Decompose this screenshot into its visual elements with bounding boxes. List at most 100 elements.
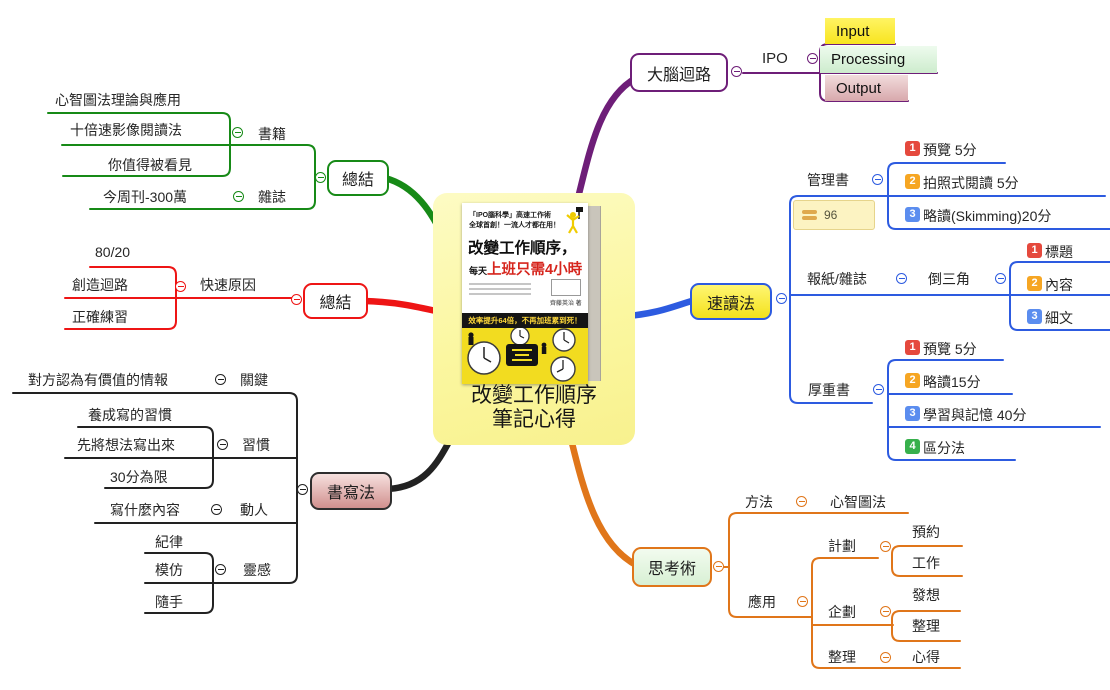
leaf-output[interactable]: Output: [825, 75, 908, 101]
magazine-item[interactable]: 今周刊-300萬: [103, 189, 188, 205]
method-label[interactable]: 方法: [745, 494, 773, 510]
plan-child-appointment[interactable]: 預約: [912, 524, 940, 540]
newspaper-magazine-label[interactable]: 報紙/雜誌: [807, 271, 867, 287]
collapse-toggle[interactable]: [175, 281, 186, 292]
inspiration-label[interactable]: 靈感: [243, 562, 271, 578]
collapse-toggle[interactable]: [873, 384, 884, 395]
mindmap-method-label[interactable]: 心智圖法: [830, 494, 886, 510]
book-tagline-2: 全球首創！一流人才都在用！: [469, 222, 560, 229]
collapse-toggle[interactable]: [796, 496, 807, 507]
apply-label[interactable]: 應用: [748, 594, 776, 610]
mgmt-step-2[interactable]: 拍照式閱讀 5分: [923, 175, 1019, 191]
collapse-toggle[interactable]: [215, 564, 226, 575]
collapse-toggle[interactable]: [291, 294, 302, 305]
collapse-toggle[interactable]: [215, 374, 226, 385]
organize-child-takeaway[interactable]: 心得: [912, 649, 940, 665]
collapse-toggle[interactable]: [880, 606, 891, 617]
thick-books-label[interactable]: 厚重書: [808, 382, 850, 398]
collapse-toggle[interactable]: [776, 293, 787, 304]
mgmt-step-1[interactable]: 預覽 5分: [923, 142, 977, 158]
habit-item-3[interactable]: 30分為限: [110, 469, 168, 485]
collapse-toggle[interactable]: [880, 541, 891, 552]
book-title2-main: 上班只需4小時: [487, 262, 583, 278]
reason-item-correct-practice[interactable]: 正確練習: [72, 309, 128, 325]
priority-3-icon: 3: [905, 207, 920, 222]
book-author: 齊藤英治 著: [550, 301, 582, 307]
leaf-input[interactable]: Input: [825, 18, 895, 44]
priority-1-icon: 1: [905, 141, 920, 156]
book-edition-box: [551, 279, 581, 296]
plan-child-work[interactable]: 工作: [912, 555, 940, 571]
books-label[interactable]: 書籍: [258, 126, 286, 142]
collapse-toggle[interactable]: [995, 273, 1006, 284]
organize-label[interactable]: 整理: [828, 649, 856, 665]
magazine-label[interactable]: 雜誌: [258, 189, 286, 205]
topic-brain-circuit-label: 大腦迴路: [646, 66, 711, 84]
central-title-line2: 筆記心得: [492, 408, 576, 431]
topic-summary-green[interactable]: 總結: [327, 160, 389, 196]
collapse-toggle[interactable]: [315, 172, 326, 183]
news-step-1[interactable]: 標題: [1045, 244, 1073, 260]
leaf-input-label: Input: [836, 22, 870, 40]
book-item-3[interactable]: 你值得被看見: [108, 157, 192, 173]
news-step-3[interactable]: 細文: [1045, 310, 1073, 326]
reason-item-create-circuit[interactable]: 創造迴路: [72, 277, 128, 293]
collapse-toggle[interactable]: [211, 504, 222, 515]
collapse-toggle[interactable]: [232, 127, 243, 138]
proposal-label[interactable]: 企劃: [828, 604, 856, 620]
proposal-child-ideation[interactable]: 發想: [912, 587, 940, 603]
key-label[interactable]: 關鍵: [240, 372, 268, 388]
inspiration-item-3[interactable]: 隨手: [155, 594, 183, 610]
management-books-label[interactable]: 管理書: [807, 172, 849, 188]
moving-item[interactable]: 寫什麼內容: [110, 502, 180, 518]
fast-reason-label[interactable]: 快速原因: [200, 277, 256, 293]
collapse-toggle[interactable]: [807, 53, 818, 64]
reason-item-8020[interactable]: 80/20: [95, 244, 131, 260]
priority-2-icon: 2: [905, 174, 920, 189]
collapse-toggle[interactable]: [797, 596, 808, 607]
book-item-1[interactable]: 心智圖法理論與應用: [55, 92, 181, 108]
book-item-2[interactable]: 十倍速影像閱讀法: [70, 122, 182, 138]
book-spine: [588, 206, 601, 381]
collapse-toggle[interactable]: [713, 561, 724, 572]
topic-thinking[interactable]: 思考術: [632, 547, 712, 587]
priority-3-icon: 3: [905, 406, 920, 421]
book-banner: 效率提升64倍，不再加班累到死！: [462, 313, 588, 328]
topic-speed-reading[interactable]: 速讀法: [690, 283, 772, 320]
habit-item-1[interactable]: 養成寫的習慣: [88, 407, 172, 423]
collapse-toggle[interactable]: [872, 174, 883, 185]
collapse-toggle[interactable]: [896, 273, 907, 284]
plan-label[interactable]: 計劃: [828, 538, 856, 554]
collapse-toggle[interactable]: [297, 484, 308, 495]
collapse-toggle[interactable]: [880, 652, 891, 663]
inspiration-item-2[interactable]: 模仿: [155, 562, 183, 578]
moving-label[interactable]: 動人: [240, 502, 268, 518]
thick-step-1[interactable]: 預覽 5分: [923, 341, 977, 357]
collapse-toggle[interactable]: [217, 439, 228, 450]
habit-label[interactable]: 習慣: [242, 437, 270, 453]
thick-step-2[interactable]: 略讀15分: [923, 374, 981, 390]
mgmt-step-3[interactable]: 略讀(Skimming)20分: [923, 208, 1052, 224]
habit-item-2[interactable]: 先將想法寫出來: [77, 437, 175, 453]
collapse-toggle[interactable]: [731, 66, 742, 77]
key-item[interactable]: 對方認為有價值的情報: [28, 372, 168, 388]
topic-writing[interactable]: 書寫法: [310, 472, 392, 510]
central-topic[interactable]: 「IPO腦科學」高速工作術 全球首創！一流人才都在用！ 改變工作順序， 每天上班…: [433, 193, 635, 445]
thick-step-3[interactable]: 學習與記憶 40分: [923, 407, 1027, 423]
leaf-processing-label: Processing: [831, 51, 906, 68]
topic-summary-red[interactable]: 總結: [303, 283, 368, 319]
collapse-toggle[interactable]: [233, 191, 244, 202]
ipo-label[interactable]: IPO: [762, 50, 788, 67]
book-title-line1: 改變工作順序，: [468, 240, 577, 257]
leaf-processing[interactable]: Processing: [820, 46, 937, 73]
proposal-child-organize[interactable]: 整理: [912, 618, 940, 634]
note-count-chip[interactable]: 96: [793, 200, 875, 230]
topic-writing-label: 書寫法: [326, 485, 375, 502]
news-step-2[interactable]: 內容: [1045, 277, 1073, 293]
notes-icon: [802, 208, 817, 222]
thick-step-4[interactable]: 區分法: [923, 440, 965, 456]
note-count: 96: [824, 208, 838, 222]
inspiration-item-1[interactable]: 紀律: [155, 534, 183, 550]
topic-brain-circuit[interactable]: 大腦迴路: [630, 53, 728, 92]
inverted-triangle-label[interactable]: 倒三角: [928, 271, 970, 287]
